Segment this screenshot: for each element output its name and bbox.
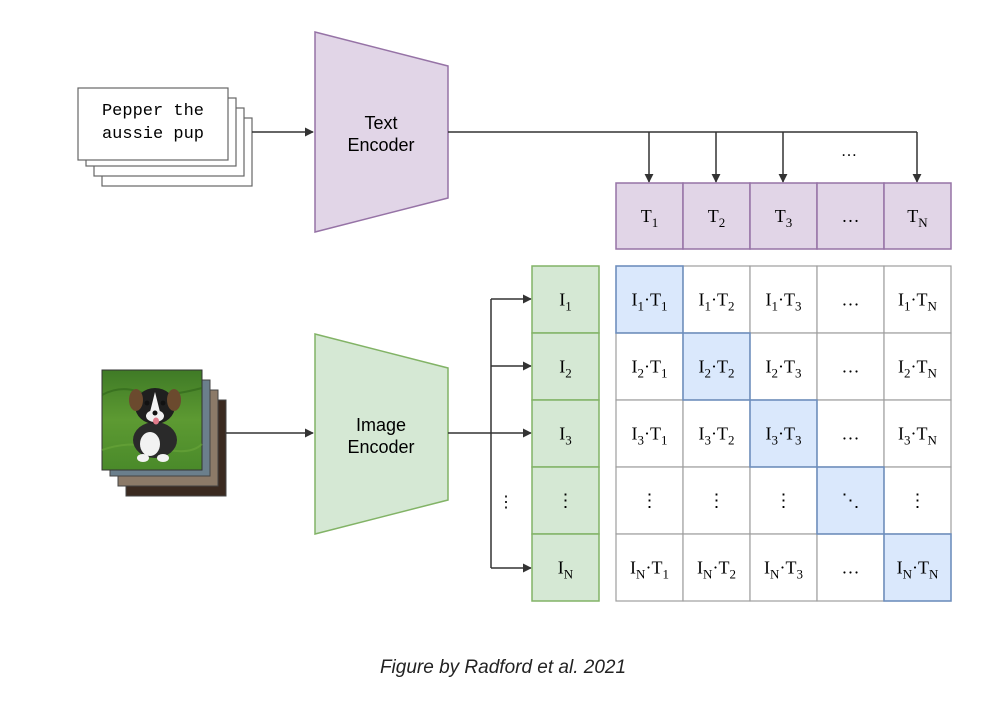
image-embedding-label: I1​	[559, 290, 572, 314]
diagonal-highlight-border	[682, 332, 751, 401]
similarity-cell-label: IN​·T3​	[764, 558, 803, 582]
similarity-cell	[816, 533, 885, 602]
image-bus-ellipsis: ⋮	[498, 494, 514, 511]
similarity-cell	[883, 332, 952, 401]
similarity-cell-label: I2​·T2​	[699, 357, 735, 381]
image-embedding-label: ⋮	[557, 491, 575, 511]
text-embedding-cell	[816, 182, 885, 250]
image-encoder: Image Encoder	[314, 333, 449, 535]
text-embedding-row: T1​ T2​ T3​ … TN​	[615, 182, 952, 250]
similarity-cell-diagonal	[883, 533, 952, 602]
text-embedding-label: TN​	[907, 206, 928, 230]
similarity-cell	[816, 399, 885, 468]
image-embedding-cell	[531, 399, 600, 468]
similarity-cell-label: ⋮	[775, 491, 793, 511]
similarity-cell	[615, 332, 684, 401]
similarity-cell-label: ⋮	[909, 491, 927, 511]
image-embedding-label: I3​	[559, 424, 572, 448]
similarity-cell-label: I2​·T3​	[766, 357, 802, 381]
image-embedding-cell	[531, 533, 600, 602]
image-embedding-label: I2​	[559, 357, 572, 381]
text-input-stack: Pepper the aussie pup	[77, 87, 253, 187]
similarity-cell	[615, 533, 684, 602]
similarity-cell-label: I3​·T2​	[699, 424, 735, 448]
diagonal-highlight-border	[615, 265, 684, 334]
text-embedding-label: …	[842, 206, 860, 226]
similarity-matrix: I1​·T1​ I1​·T2​ I1​·T3​ … I1​·TN​ I2​·T1​ I2​·…	[615, 265, 952, 602]
image-embedding-column: I1​ I2​ I3​ ⋮ IN​	[531, 265, 600, 602]
similarity-cell-label: …	[842, 357, 860, 377]
text-bus-ellipsis: …	[841, 143, 857, 160]
connectors	[226, 127, 922, 573]
similarity-cell-diagonal	[615, 265, 684, 334]
similarity-cell-label: …	[842, 558, 860, 578]
image-encoder-label-line-2: Encoder	[347, 437, 414, 457]
text-encoder-label-line-2: Encoder	[347, 135, 414, 155]
similarity-cell-label: I2​·TN​	[898, 357, 938, 381]
similarity-cell-label: …	[842, 290, 860, 310]
similarity-cell-label: I1​·T1​	[632, 290, 668, 314]
similarity-cell-label: I1​·TN​	[898, 290, 938, 314]
similarity-cell-label: IN​·T1​	[630, 558, 669, 582]
similarity-cell-label: ⋮	[641, 491, 659, 511]
diagonal-highlight-border	[749, 399, 818, 468]
similarity-cell	[749, 265, 818, 334]
similarity-cell	[816, 265, 885, 334]
similarity-cell-label: …	[842, 424, 860, 444]
text-embedding-label: T3​	[775, 206, 793, 230]
similarity-cell	[883, 466, 952, 535]
text-input-line-2: aussie pup	[102, 125, 204, 144]
text-embedding-label: T2​	[708, 206, 726, 230]
image-embedding-cell	[531, 265, 600, 334]
similarity-cell-label: ⋱	[842, 491, 860, 511]
similarity-cell-label: I1​·T2​	[699, 290, 735, 314]
puppy-photo-icon	[101, 369, 203, 471]
similarity-cell	[883, 265, 952, 334]
text-embedding-cell	[615, 182, 684, 250]
similarity-cell-label: IN​·TN​	[897, 558, 939, 582]
image-embedding-cell	[531, 466, 600, 535]
text-embedding-cell	[682, 182, 751, 250]
figure-caption: Figure by Radford et al. 2021	[379, 657, 627, 678]
similarity-cell-label: I3​·TN​	[898, 424, 938, 448]
text-input-line-1: Pepper the	[102, 102, 204, 121]
text-embedding-label: T1​	[641, 206, 659, 230]
image-input-stack	[101, 369, 227, 497]
similarity-cell-label: ⋮	[708, 491, 726, 511]
similarity-cell	[682, 533, 751, 602]
text-embedding-cell	[749, 182, 818, 250]
image-embedding-cell	[531, 332, 600, 401]
diagonal-highlight-border	[816, 466, 885, 535]
image-encoder-label-line-1: Image	[356, 415, 406, 435]
text-encoder: Text Encoder	[314, 31, 449, 233]
text-encoder-label-line-1: Text	[364, 113, 397, 133]
similarity-cell	[816, 332, 885, 401]
similarity-cell-label: I1​·T3​	[766, 290, 802, 314]
similarity-cell-label: I3​·T1​	[632, 424, 668, 448]
text-embedding-cell	[883, 182, 952, 250]
image-embedding-label: IN​	[558, 558, 574, 582]
similarity-cell-label: I2​·T1​	[632, 357, 668, 381]
similarity-cell-label: IN​·T2​	[697, 558, 736, 582]
similarity-cell-label: I3​·T3​	[766, 424, 802, 448]
diagonal-highlight-border	[883, 533, 952, 602]
